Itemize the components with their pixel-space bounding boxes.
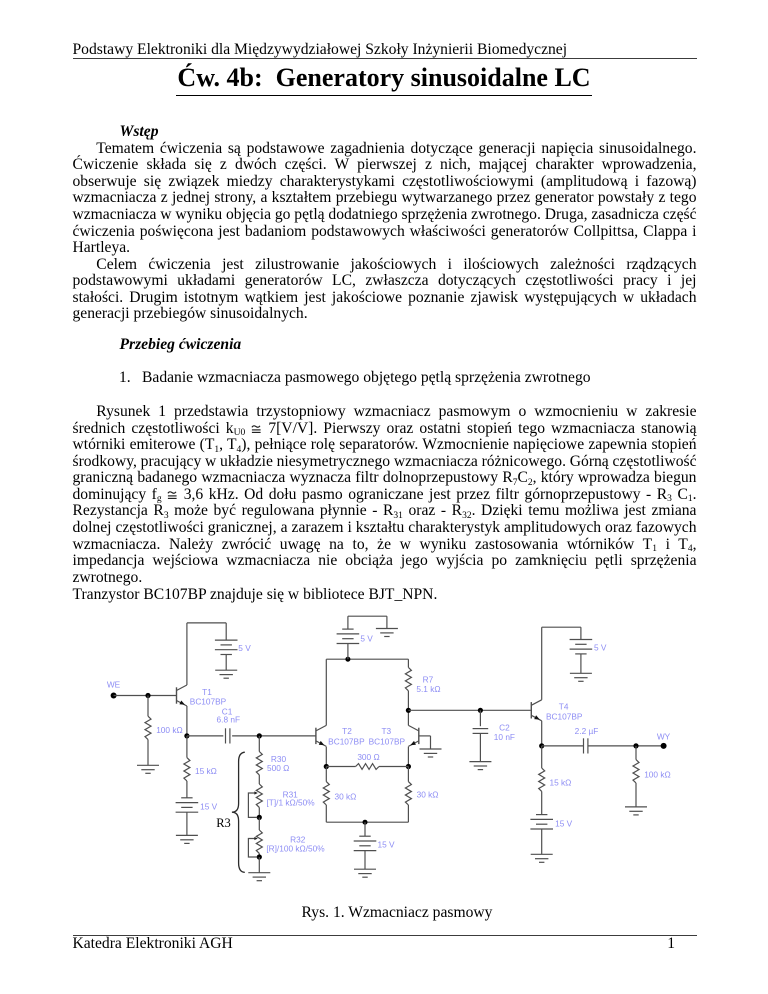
svg-text:6.8 nF: 6.8 nF (217, 715, 241, 725)
svg-text:2.2 µF: 2.2 µF (575, 726, 599, 736)
svg-text:5 V: 5 V (594, 643, 607, 653)
svg-text:30 kΩ: 30 kΩ (417, 789, 439, 799)
svg-text:500 Ω: 500 Ω (267, 763, 289, 773)
svg-text:100 kΩ: 100 kΩ (644, 769, 671, 779)
svg-text:R31: R31 (283, 789, 299, 799)
svg-text:BC107BP: BC107BP (190, 697, 227, 707)
svg-text:WE: WE (107, 679, 121, 689)
svg-text:R3: R3 (216, 816, 231, 830)
svg-text:15 kΩ: 15 kΩ (195, 766, 217, 776)
svg-text:T4: T4 (559, 702, 569, 712)
svg-text:R7: R7 (423, 675, 434, 685)
svg-text:5 V: 5 V (238, 643, 251, 653)
svg-text:T2: T2 (342, 726, 352, 736)
svg-text:10 nF: 10 nF (494, 732, 515, 742)
svg-text:WY: WY (657, 732, 671, 742)
svg-text:R30: R30 (271, 754, 287, 764)
svg-text:100 kΩ: 100 kΩ (156, 725, 183, 735)
svg-text:BC107BP: BC107BP (546, 712, 583, 722)
svg-text:300 Ω: 300 Ω (357, 752, 379, 762)
svg-text:15 V: 15 V (555, 818, 573, 828)
svg-text:C1: C1 (222, 706, 233, 716)
svg-text:BC107BP: BC107BP (369, 737, 406, 747)
svg-text:15 kΩ: 15 kΩ (550, 778, 572, 788)
svg-text:T1: T1 (202, 687, 212, 697)
svg-text:5 V: 5 V (360, 633, 373, 643)
svg-text:[T]/1 kΩ/50%: [T]/1 kΩ/50% (267, 798, 316, 808)
svg-text:[R]/100 kΩ/50%: [R]/100 kΩ/50% (266, 844, 325, 854)
svg-text:15 V: 15 V (378, 839, 396, 849)
svg-text:5.1 kΩ: 5.1 kΩ (416, 684, 440, 694)
svg-text:15 V: 15 V (200, 802, 218, 812)
svg-text:R32: R32 (290, 835, 306, 845)
svg-text:C2: C2 (499, 723, 510, 733)
svg-text:T3: T3 (381, 726, 391, 736)
svg-text:30 kΩ: 30 kΩ (335, 792, 357, 802)
svg-text:BC107BP: BC107BP (328, 737, 365, 747)
